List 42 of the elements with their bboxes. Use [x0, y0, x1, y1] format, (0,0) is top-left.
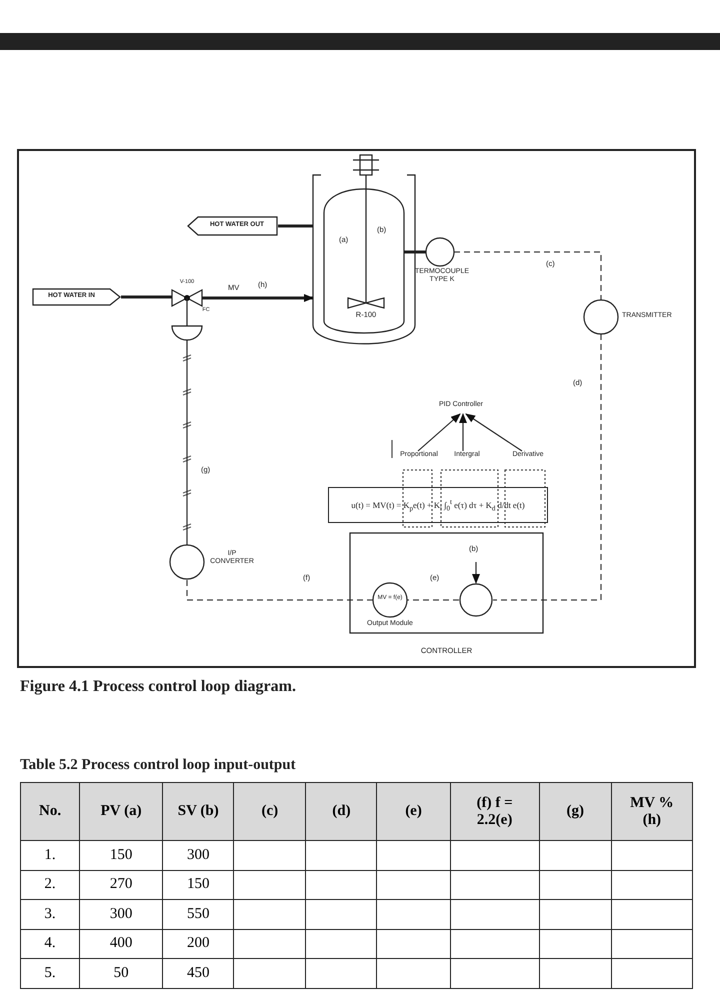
data-value: 550: [186, 906, 210, 922]
column-header: (d): [332, 803, 351, 819]
comparator-circle: [459, 583, 493, 617]
data-value: 150: [110, 846, 132, 863]
data-value: 300: [110, 906, 132, 922]
column-header: PV (a): [100, 803, 142, 819]
data-value: 270: [110, 876, 132, 892]
signal-line: [492, 334, 602, 600]
pipe-line: [404, 250, 426, 254]
row-number: 4.: [44, 935, 56, 952]
column-header: (c): [262, 803, 278, 819]
signal-line: [454, 252, 602, 300]
equation: u(t) = MV(t) = K$_{p}$e(t) + K$_{i}$ ∫$_{0}$$^{t}$ e(τ) dτ + K$_{d}$ d/dt e(t): [350, 498, 526, 513]
data-value: 150: [186, 876, 210, 892]
outlet-flag: [188, 217, 278, 235]
column-header: (e): [405, 803, 422, 819]
row-number: 5.: [44, 964, 56, 981]
pipe-line: [121, 296, 172, 298]
column-header: (g): [566, 803, 584, 819]
arrow: [465, 413, 522, 452]
arrow: [418, 413, 461, 452]
inlet-flag: [33, 289, 121, 305]
arrow: [459, 413, 467, 451]
arrow: [472, 562, 480, 584]
column-header: (f) f = 2.2(e): [476, 794, 513, 828]
pipe-line: [202, 294, 314, 302]
row-number: 1.: [44, 846, 56, 863]
figure-caption: Figure 4.1 Process control loop diagram.: [20, 678, 296, 696]
column-header: No.: [38, 803, 62, 819]
row-number: 3.: [44, 906, 56, 922]
data-value: 50: [114, 964, 129, 981]
table-title: Table 5.2 Process control loop input-output: [20, 757, 296, 774]
data-value: 450: [186, 964, 210, 981]
column-header: MV % (h): [630, 794, 674, 828]
signal-line: [186, 578, 374, 600]
pipe-line: [278, 224, 313, 228]
row-number: 2.: [44, 876, 56, 892]
data-value: 300: [186, 846, 210, 863]
data-value: 200: [186, 935, 210, 952]
equation-box: [328, 487, 548, 523]
data-value: 400: [110, 935, 132, 952]
column-header: SV (b): [178, 803, 219, 819]
